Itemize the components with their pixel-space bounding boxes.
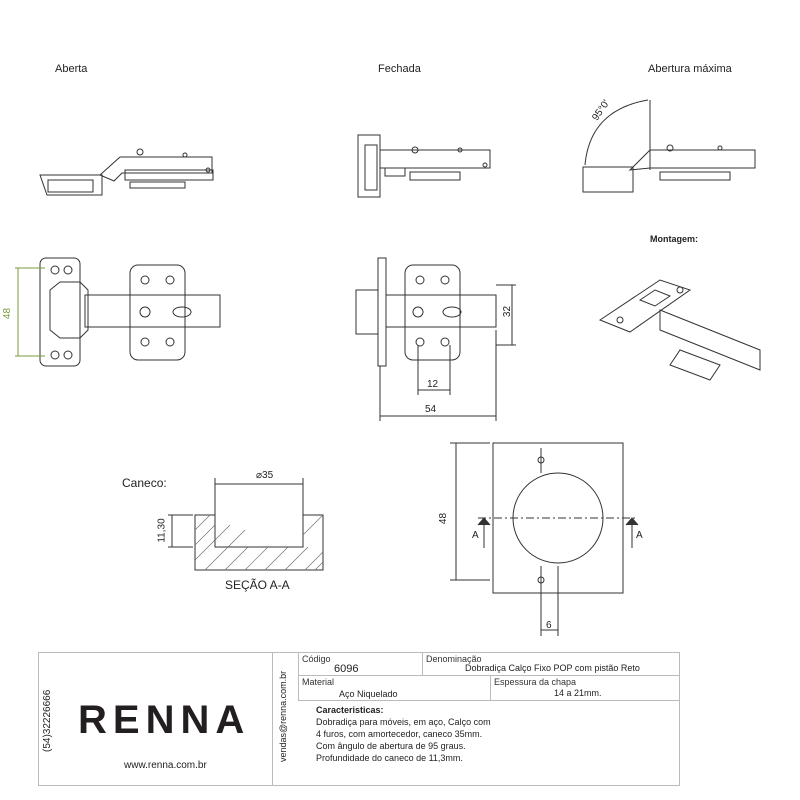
feature-line: Profundidade do caneco de 11,3mm.	[316, 753, 463, 763]
view-label-closed: Fechada	[378, 63, 421, 75]
hinge-side-view-closed	[357, 134, 491, 198]
dim-diameter: ⌀35	[256, 470, 274, 481]
hinge-top-view-closed	[355, 257, 516, 421]
feature-line: Dobradiça para móveis, em aço, Calço com	[316, 717, 491, 727]
mounting-label: Montagem:	[650, 234, 698, 244]
feature-line: Com ângulo de abertura de 95 graus.	[316, 741, 466, 751]
dim-48-plan: 48	[438, 512, 450, 525]
section-mark-right: A	[636, 530, 643, 541]
view-label-max-opening: Abertura máxima	[648, 63, 732, 75]
material-label: Material	[302, 677, 335, 687]
hinge-side-view-open	[39, 148, 214, 196]
code-value: 6096	[334, 663, 359, 675]
feature-line: 4 furos, com amortecedor, caneco 35mm.	[316, 729, 483, 739]
website: www.renna.com.br	[124, 760, 207, 771]
phone-number: (54)32226666	[42, 689, 53, 752]
dim-48-top: 48	[2, 307, 14, 320]
thickness-label: Espessura da chapa	[494, 677, 577, 687]
dim-depth: 11,30	[156, 518, 168, 543]
section-label: SEÇÃO A-A	[225, 578, 290, 592]
material-value: Aço Niquelado	[339, 689, 398, 699]
hinge-mounting-view	[598, 279, 761, 381]
name-label: Denominação	[426, 654, 482, 664]
code-label: Código	[302, 654, 331, 664]
thickness-cell: Espessura da chapa 14 a 21mm.	[490, 675, 680, 701]
dim-32: 32	[502, 305, 514, 318]
technical-drawing	[15, 99, 761, 636]
view-label-open: Aberta	[55, 63, 88, 75]
dim-6: 6	[546, 620, 552, 631]
dim-54: 54	[425, 404, 437, 415]
name-cell: Denominação Dobradiça Calço Fixo POP com…	[422, 652, 680, 676]
cup-label: Caneco:	[122, 476, 167, 490]
section-mark-left: A	[472, 530, 479, 541]
material-cell: Material Aço Niquelado	[298, 675, 491, 701]
thickness-value: 14 a 21mm.	[554, 688, 602, 698]
cup-section-view	[168, 478, 324, 571]
code-cell: Código 6096	[298, 652, 423, 676]
features-block: Caracteristicas: Dobradiça para móveis, …	[316, 704, 491, 764]
drilling-plan	[450, 442, 639, 636]
brand-logo: RENNA	[78, 698, 251, 742]
name-value: Dobradiça Calço Fixo POP com pistão Reto	[465, 663, 640, 673]
dim-12: 12	[427, 379, 439, 390]
hinge-top-view-open	[15, 257, 221, 367]
hinge-side-view-max-opening	[582, 99, 756, 193]
features-label: Caracteristicas:	[316, 705, 384, 715]
divider	[272, 652, 273, 786]
email: vendas@renna.com.br	[278, 670, 288, 762]
